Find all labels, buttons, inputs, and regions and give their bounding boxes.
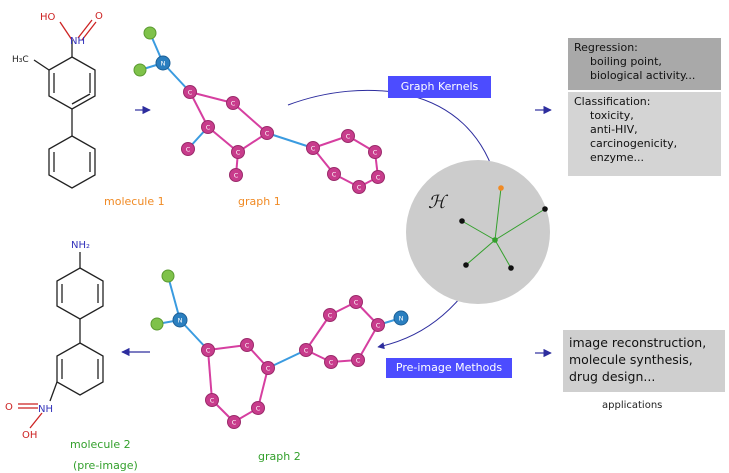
carbon-node-label: C [373, 149, 378, 157]
carbon-node-label: C [265, 130, 270, 138]
carbon-node-label: C [231, 100, 236, 108]
nitrogen-node-label: N [399, 315, 404, 323]
classification-box: Classification: toxicity, anti-HIV, carc… [568, 92, 721, 176]
application-item: image reconstruction, [569, 335, 707, 350]
atom-label-h3c: H₃C [12, 55, 29, 65]
nitrogen-node-label: N [161, 60, 166, 68]
applications-caption: applications [602, 400, 663, 411]
preimage-caption: (pre-image) [73, 459, 138, 472]
graph-2-caption: graph 2 [258, 450, 301, 463]
carbon-node-label: C [376, 322, 381, 330]
atom-label-o: O [95, 11, 103, 22]
regression-box: Regression: boiling point, biological ac… [568, 38, 721, 90]
carbon-node-label: C [206, 124, 211, 132]
atom-label-o-2: O [5, 402, 13, 413]
graph-1-caption: graph 1 [238, 195, 281, 208]
carbon-node-label: C [328, 312, 333, 320]
molecule-1-structure [33, 19, 97, 189]
atom-label-ho: HO [40, 12, 56, 23]
atom-label-nh: NH [70, 36, 85, 47]
graph-kernels-label: Graph Kernels [388, 76, 491, 98]
applications-box: image reconstruction, molecule synthesis… [563, 330, 725, 392]
carbon-node-label: C [188, 89, 193, 97]
regression-item: biological activity... [590, 69, 696, 82]
application-item: molecule synthesis, [569, 352, 693, 367]
preimage-methods-label: Pre-image Methods [386, 358, 512, 378]
carbon-node-label: C [232, 419, 237, 427]
graph-1: N C C C C C C C C C C C C C [133, 26, 385, 194]
molecule-2-caption: molecule 2 [70, 438, 131, 451]
carbon-node-label: C [304, 347, 309, 355]
carbon-node-label: C [311, 145, 316, 153]
carbon-node-label: C [346, 133, 351, 141]
hilbert-space-symbol: ℋ [428, 192, 449, 213]
atom-label-nh2: NH₂ [71, 240, 90, 251]
carbon-node-label: C [376, 174, 381, 182]
carbon-node-label: C [332, 171, 337, 179]
classification-item: enzyme... [590, 151, 644, 164]
atom-label-nh-2: NH [38, 404, 53, 415]
nitrogen-node-label: N [178, 317, 183, 325]
graph-2: N C C C C C C C C C C C C N [150, 269, 409, 429]
molecule-2-structure [18, 252, 104, 429]
application-item: drug design... [569, 369, 656, 384]
feature-space [406, 160, 550, 304]
classification-item: carcinogenicity, [590, 137, 678, 150]
carbon-node-label: C [357, 184, 362, 192]
carbon-node-label: C [329, 359, 334, 367]
carbon-node-label: C [236, 149, 241, 157]
carbon-node-label: C [266, 365, 271, 373]
carbon-node-label: C [186, 146, 191, 154]
classification-item: anti-HIV, [590, 123, 638, 136]
carbon-node-label: C [234, 172, 239, 180]
carbon-node-label: C [245, 342, 250, 350]
atom-label-oh: OH [22, 430, 37, 441]
carbon-node-label: C [356, 357, 361, 365]
classification-item: toxicity, [590, 109, 634, 122]
carbon-node-label: C [256, 405, 261, 413]
classification-title: Classification: [574, 95, 651, 108]
regression-title: Regression: [574, 41, 638, 54]
carbon-node-label: C [210, 397, 215, 405]
carbon-node-label: C [354, 299, 359, 307]
regression-item: boiling point, [590, 55, 662, 68]
molecule-1-caption: molecule 1 [104, 195, 165, 208]
carbon-node-label: C [206, 347, 211, 355]
